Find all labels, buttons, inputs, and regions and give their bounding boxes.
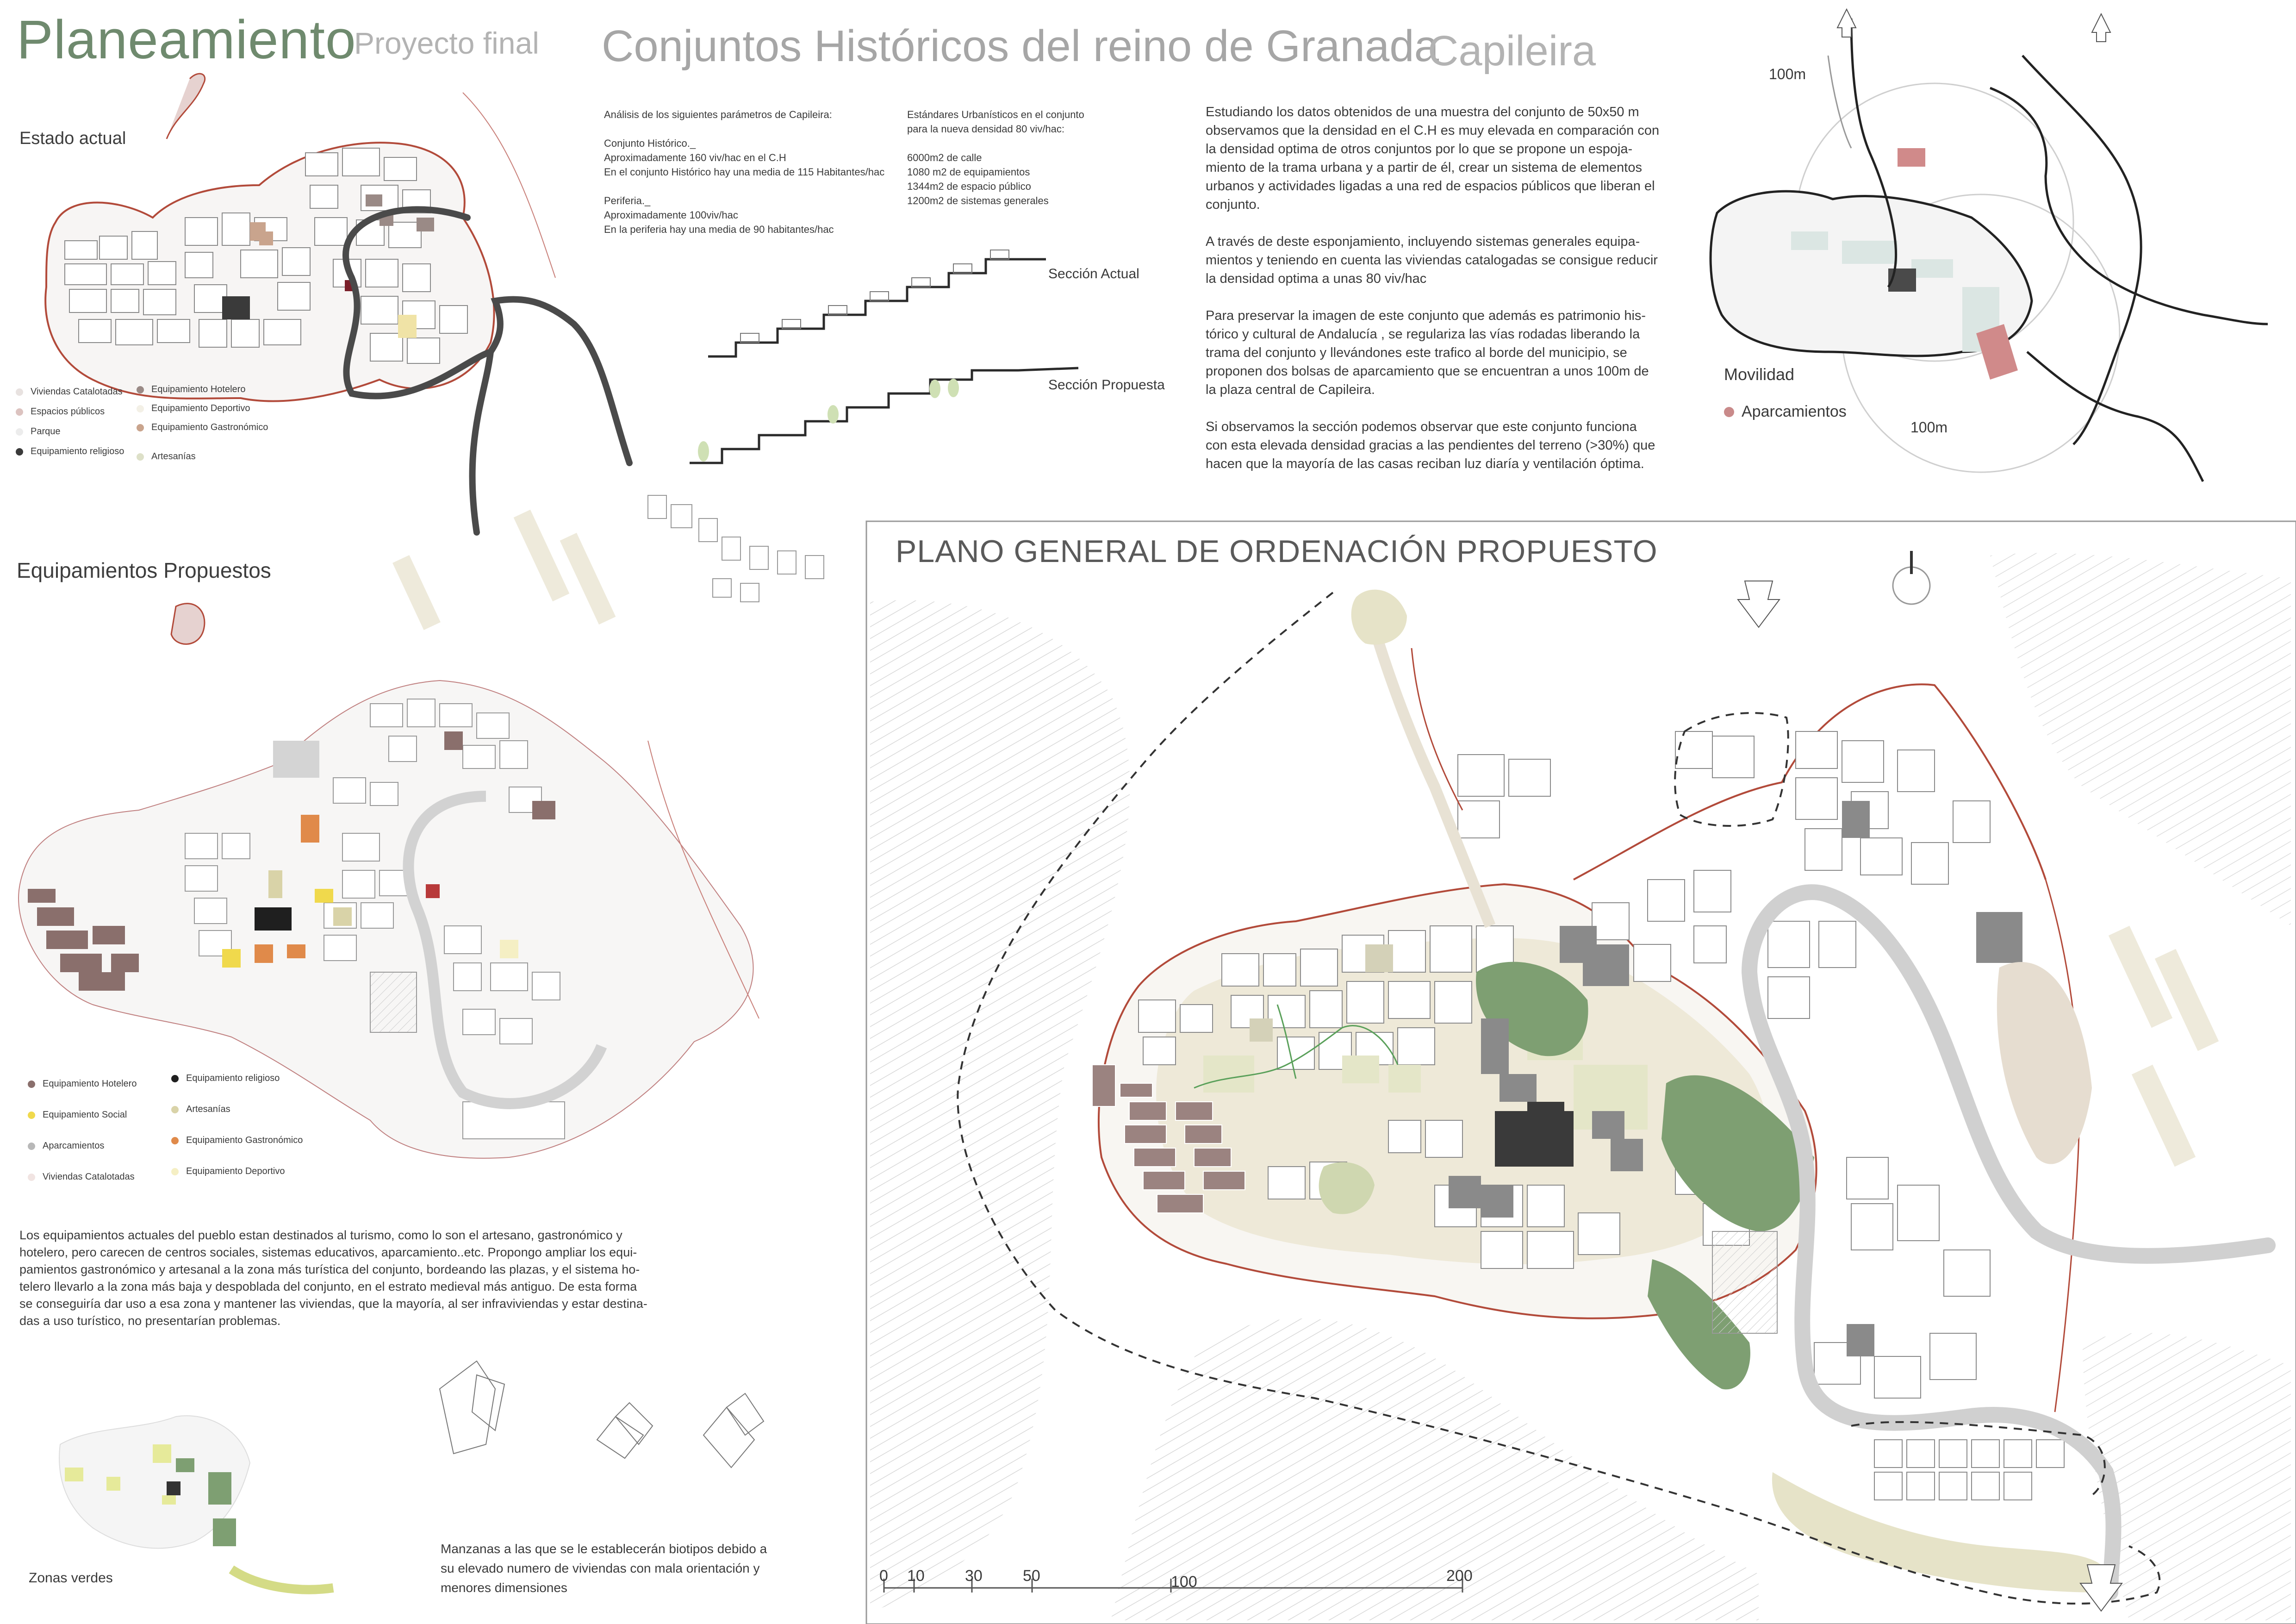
analisis-line (604, 179, 919, 194)
legend-item: Equipamiento Gastronómico (171, 1135, 303, 1146)
seccion-actual-label: Sección Actual (1048, 266, 1139, 281)
legend-swatch (137, 405, 144, 412)
analisis-line: Estándares Urbanísticos en el conjunto (907, 109, 1084, 120)
legend-swatch (16, 448, 23, 456)
equipamientos-legend-left: Equipamiento Hotelero Equipamiento Socia… (28, 1079, 137, 1182)
legend-swatch (16, 408, 23, 416)
analisis-line (604, 122, 919, 136)
paragraph: Estudiando los datos obtenidos de una mu… (1206, 105, 1660, 212)
legend-swatch (16, 428, 23, 436)
analisis-line: 1200m2 de sistemas generales (907, 195, 1049, 206)
analisis-line: para la nueva densidad 80 viv/hac: (907, 123, 1065, 135)
legend-item: Equipamiento Gastronómico (137, 422, 268, 433)
equipamientos-map (18, 603, 759, 1159)
scale-label-100: 100 (1171, 1573, 1197, 1591)
analisis-line: 1344m2 de espacio público (907, 181, 1031, 192)
scattered-blocks (647, 495, 824, 602)
analisis-line: Periferia._ (604, 195, 651, 206)
analisis-line: 1080 m2 de equipamientos (907, 166, 1030, 178)
section-propuesta (690, 367, 1079, 464)
legend-item: Parque (16, 426, 124, 437)
legend-item: Equipamiento Hotelero (137, 384, 268, 395)
legend-swatch (137, 424, 144, 431)
terrain-tan (1997, 962, 2092, 1164)
manzanas-outlines (439, 1360, 765, 1468)
legend-swatch (137, 386, 144, 394)
project-title: Conjuntos Históricos del reino de Granad… (602, 21, 1439, 71)
scale-label-200: 200 (1446, 1567, 1473, 1585)
estado-actual-map (44, 73, 633, 536)
radius-label-bottom: 100m (1910, 419, 1948, 436)
equipamientos-legend-right: Equipamiento religioso Artesanías Equipa… (171, 1073, 303, 1177)
analisis-line: Aproximadamente 100viv/hac (604, 209, 738, 221)
legend-item: Artesanías (137, 451, 268, 462)
analisis-col1: Análisis de los siguientes parámetros de… (604, 107, 919, 237)
terrain-patches (392, 509, 2219, 1167)
estado-actual-legend-right: Equipamiento Hotelero Equipamiento Depor… (137, 384, 268, 462)
legend-swatch (28, 1111, 35, 1119)
analisis-line: Aproximadamente 160 viv/hac en el C.H (604, 152, 786, 163)
analisis-line: Conjunto Histórico._ (604, 137, 696, 149)
aparcamientos-legend: Aparcamientos (1724, 403, 1847, 421)
analisis-line: 6000m2 de calle (907, 152, 982, 163)
legend-swatch (137, 453, 144, 461)
plano-map (870, 551, 2291, 1620)
zonas-verdes-map (59, 1415, 334, 1594)
town-title: Capileira (1428, 27, 1596, 75)
analisis-line: En la periferia hay una media de 90 habi… (604, 224, 834, 235)
estado-actual-title: Estado actual (19, 129, 126, 148)
seccion-propuesta-label: Sección Propuesta (1048, 377, 1165, 393)
scale-label-0: 0 (879, 1567, 888, 1585)
radius-label-top: 100m (1769, 66, 1806, 82)
legend-item: Espacios públicos (16, 406, 124, 417)
legend-item: Artesanías (171, 1104, 303, 1115)
legend-swatch (1724, 406, 1734, 417)
scale-label-50: 50 (1023, 1567, 1040, 1585)
legend-item: Viviendas Catalotadas (16, 387, 124, 397)
legend-item: Equipamiento Deportivo (137, 403, 268, 414)
analisis-col2: Estándares Urbanísticos en el conjunto pa… (907, 107, 1166, 208)
movilidad-title: Movilidad (1724, 365, 1795, 384)
paragraph: A través de deste esponjamiento, incluye… (1206, 234, 1658, 286)
page-title: Planeamiento (17, 9, 356, 70)
analisis-line: Análisis de los siguientes parámetros de… (604, 109, 832, 120)
legend-item: Equipamiento religioso (16, 446, 124, 457)
legend-swatch (28, 1142, 35, 1150)
scale-label-10: 10 (907, 1567, 925, 1585)
estado-actual-legend-left: Viviendas Catalotadas Espacios públicos … (16, 387, 124, 457)
equipamientos-text: Los equipamientos actuales del pueblo es… (19, 1228, 647, 1328)
legend-item: Equipamiento Deportivo (171, 1166, 303, 1177)
legend-swatch (28, 1173, 35, 1181)
legend-swatch (16, 388, 23, 396)
legend-swatch (171, 1074, 179, 1082)
legend-swatch (28, 1080, 35, 1088)
equipamientos-title: Equipamientos Propuestos (17, 558, 271, 582)
texto-derecha: Estudiando los datos obtenidos de una mu… (1206, 103, 1715, 473)
analisis-line (907, 136, 1166, 150)
legend-item: Equipamiento religioso (171, 1073, 303, 1084)
legend-item: Equipamiento Hotelero (28, 1079, 137, 1089)
legend-swatch (171, 1106, 179, 1113)
paragraph: Para preservar la imagen de este conjunt… (1206, 308, 1649, 397)
manzanas-text: Manzanas a las que se le establecerán bi… (441, 1542, 767, 1595)
legend-swatch (171, 1137, 179, 1144)
zonas-verdes-title: Zonas verdes (29, 1570, 113, 1586)
legend-swatch (171, 1168, 179, 1175)
legend-item: Equipamiento Social (28, 1110, 137, 1120)
analisis-line: En el conjunto Histórico hay una media d… (604, 166, 885, 178)
section-actual (708, 258, 1046, 358)
legend-item: Viviendas Catalotadas (28, 1172, 137, 1182)
scale-label-30: 30 (965, 1567, 983, 1585)
movilidad-map (1709, 8, 2268, 482)
plano-title: PLANO GENERAL DE ORDENACIÓN PROPUESTO (896, 534, 1658, 569)
legend-item: Aparcamientos (28, 1141, 137, 1151)
paragraph: Si observamos la sección podemos observa… (1206, 419, 1655, 471)
page-subtitle: Proyecto final (354, 26, 539, 60)
